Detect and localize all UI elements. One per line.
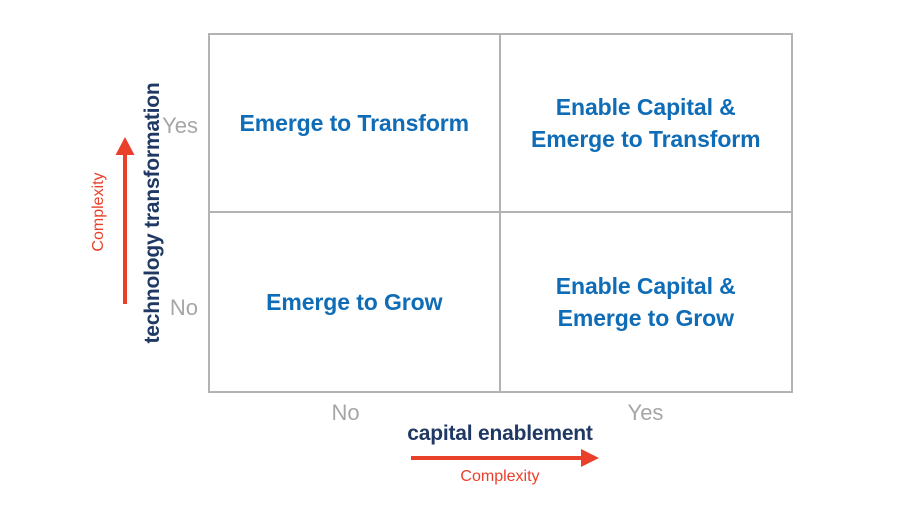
x-axis-title: capital enablement [407,422,593,445]
y-axis-complexity-arrow [112,136,138,306]
quadrant-top-left-label: Emerge to Transform [239,109,470,136]
x-axis-complexity-label: Complexity [460,468,540,485]
two-by-two-matrix: Emerge to Transform Enable Capital & Eme… [208,33,793,393]
y-axis-tick-no: No [169,295,198,320]
x-axis-complexity-arrow [410,449,600,467]
y-axis-complexity-label: Complexity [90,172,107,252]
quadrant-top-right[interactable]: Enable Capital & Emerge to Transform [500,35,791,213]
arrow-up-icon [115,137,135,304]
quadrant-bottom-right[interactable]: Enable Capital & Emerge to Grow [501,213,792,391]
x-axis-tick-yes: Yes [627,400,664,425]
quadrant-bottom-left[interactable]: Emerge to Grow [210,213,501,391]
x-axis-tick-no: No [331,400,360,425]
quadrant-top-left[interactable]: Emerge to Transform [210,35,501,213]
y-axis-title: technology transformation [141,82,164,344]
quadrant-bottom-right-label: Enable Capital & Emerge to Grow [555,272,736,331]
arrow-right-icon [411,449,599,467]
quadrant-top-right-label: Enable Capital & Emerge to Transform [531,93,761,152]
quadrant-bottom-left-label: Emerge to Grow [266,288,443,315]
y-axis-tick-yes: Yes [162,113,198,138]
